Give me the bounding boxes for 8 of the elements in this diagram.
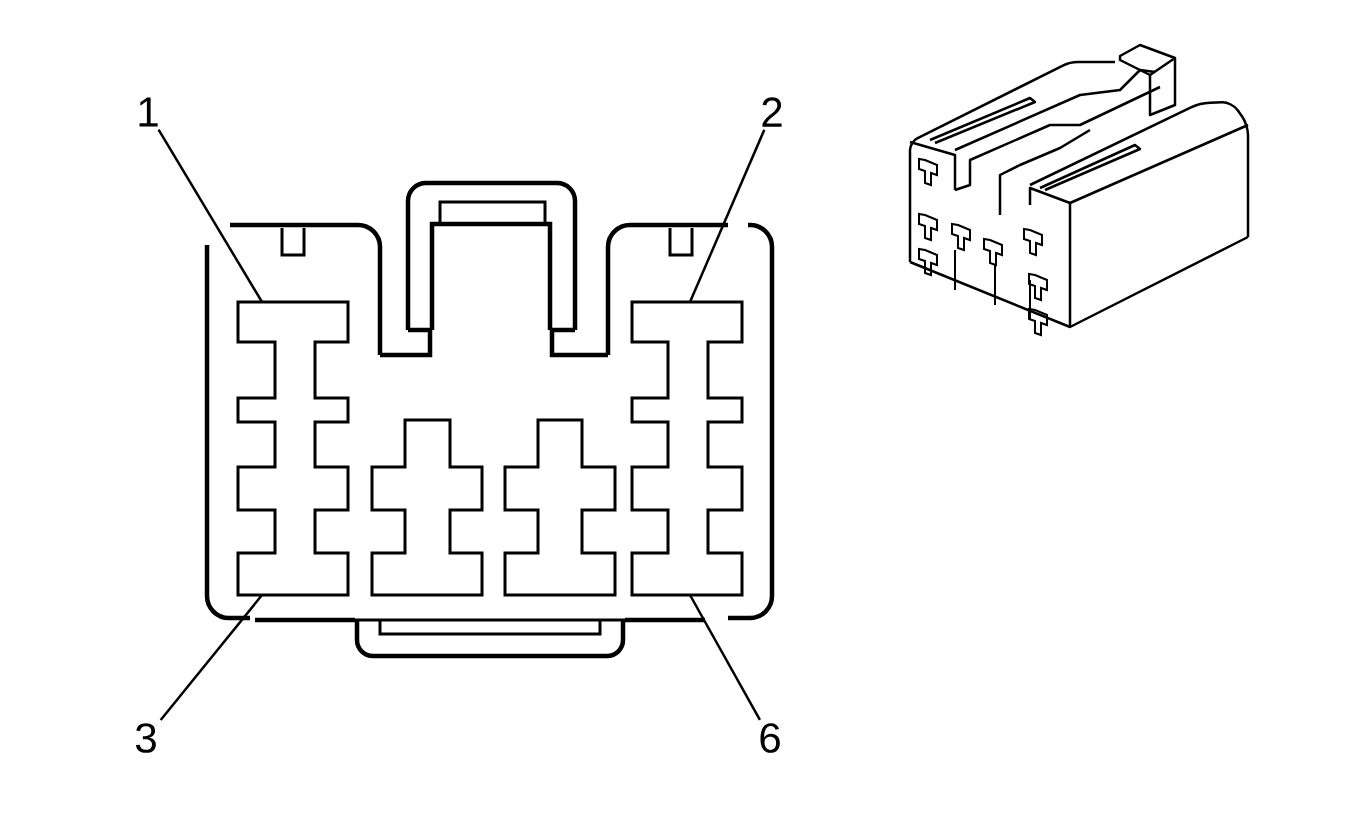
leader-line xyxy=(157,129,264,303)
leader-line xyxy=(688,594,761,721)
callout-number: 2 xyxy=(762,97,782,127)
callout-number: 1 xyxy=(139,97,158,127)
callout-number: 6 xyxy=(760,723,780,753)
leader-line xyxy=(688,129,766,303)
leader-line xyxy=(159,594,263,721)
callout-number: 3 xyxy=(135,723,156,753)
